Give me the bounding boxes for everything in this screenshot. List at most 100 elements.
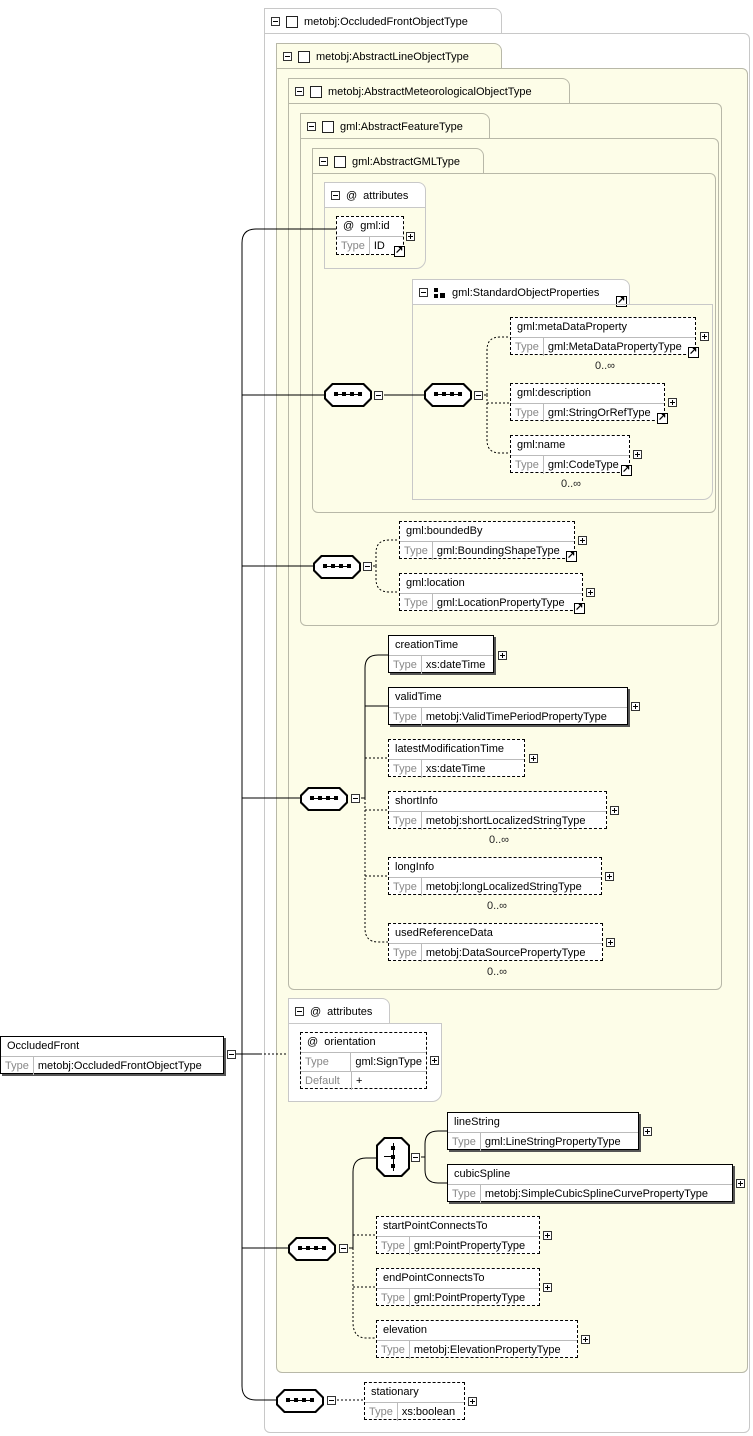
complex-type-icon — [298, 50, 310, 63]
tab-standard-object-properties[interactable]: gml:StandardObjectProperties — [412, 279, 630, 305]
collapse-icon[interactable] — [411, 1153, 420, 1162]
expand-icon[interactable] — [736, 1179, 745, 1188]
tab-gml-attributes[interactable]: @ attributes — [324, 182, 426, 208]
type-key: Type — [389, 944, 422, 962]
jump-to-type-icon[interactable] — [574, 601, 585, 615]
expand-icon[interactable] — [498, 651, 507, 660]
collapse-icon[interactable] — [351, 794, 360, 803]
collapse-icon[interactable] — [474, 391, 483, 400]
expand-icon[interactable] — [668, 398, 677, 407]
expand-icon[interactable] — [430, 1056, 439, 1065]
expand-icon[interactable] — [578, 536, 587, 545]
expand-icon[interactable] — [581, 1335, 590, 1344]
jump-to-type-icon[interactable] — [394, 244, 405, 258]
expand-icon[interactable] — [529, 754, 538, 763]
type-value: metobj:DataSourcePropertyType — [425, 947, 586, 959]
jump-to-group-icon[interactable] — [616, 294, 627, 308]
type-label: metobj:OccludedFrontObjectType — [304, 15, 468, 28]
jump-to-type-icon[interactable] — [566, 549, 577, 563]
jump-to-type-icon[interactable] — [657, 411, 668, 425]
collapse-icon[interactable] — [319, 157, 328, 166]
element-name: longInfo — [389, 858, 601, 878]
type-key: Type — [301, 1053, 352, 1071]
standard-object-properties-frame — [412, 304, 713, 500]
cardinality: 0..∞ — [486, 900, 508, 912]
expand-icon[interactable] — [586, 588, 595, 597]
at-icon: @ — [307, 1036, 319, 1048]
expand-icon[interactable] — [633, 450, 642, 459]
element-name: validTime — [389, 688, 627, 708]
expand-icon[interactable] — [700, 332, 709, 341]
expand-icon[interactable] — [543, 1231, 552, 1240]
tab-line-attributes[interactable]: @ attributes — [288, 998, 390, 1024]
cardinality: 0..∞ — [560, 478, 582, 490]
default-key: Default — [301, 1072, 352, 1090]
type-key: Type — [400, 542, 433, 560]
complex-type-icon — [322, 120, 334, 133]
expand-icon[interactable] — [543, 1283, 552, 1292]
type-key: Type — [377, 1341, 410, 1359]
expand-icon[interactable] — [610, 806, 619, 815]
collapse-icon[interactable] — [227, 1050, 236, 1059]
choice-compositor[interactable] — [376, 1137, 410, 1177]
collapse-icon[interactable] — [339, 1244, 348, 1253]
type-value: gml:MetaDataPropertyType — [547, 341, 682, 353]
type-value: metobj:SimpleCubicSplineCurvePropertyTyp… — [484, 1188, 709, 1200]
cardinality: 0..∞ — [486, 966, 508, 978]
collapse-icon[interactable] — [374, 391, 383, 400]
attributes-label: attributes — [327, 1005, 373, 1018]
collapse-icon[interactable] — [363, 562, 372, 571]
type-key: Type — [377, 1289, 410, 1307]
expand-icon[interactable] — [406, 232, 415, 241]
element-name: startPointConnectsTo — [377, 1217, 539, 1237]
collapse-icon[interactable] — [419, 288, 428, 297]
jump-to-type-icon[interactable] — [688, 345, 699, 359]
collapse-icon[interactable] — [331, 191, 340, 200]
type-value: gml:StringOrRefType — [547, 407, 651, 419]
expand-icon[interactable] — [606, 938, 615, 947]
expand-icon[interactable] — [643, 1127, 652, 1136]
expand-icon[interactable] — [605, 872, 614, 881]
element-name: cubicSpline — [448, 1165, 732, 1185]
tab-occluded-type[interactable]: metobj:OccludedFrontObjectType — [264, 8, 502, 34]
jump-to-type-icon[interactable] — [621, 463, 632, 477]
complex-type-icon — [310, 85, 322, 98]
collapse-icon[interactable] — [283, 52, 292, 61]
tab-line-type[interactable]: metobj:AbstractLineObjectType — [276, 43, 502, 69]
tab-meteo-type[interactable]: metobj:AbstractMeteorologicalObjectType — [288, 78, 570, 104]
collapse-icon[interactable] — [295, 1007, 304, 1016]
type-value: gml:LocationPropertyType — [436, 597, 565, 609]
expand-icon[interactable] — [468, 1397, 477, 1406]
collapse-icon[interactable] — [271, 17, 280, 26]
expand-icon[interactable] — [631, 702, 640, 711]
collapse-icon[interactable] — [307, 122, 316, 131]
element-name: gml:description — [511, 384, 664, 404]
collapse-icon[interactable] — [327, 1396, 336, 1405]
element-name: lineString — [448, 1113, 638, 1133]
type-key: Type — [389, 812, 422, 830]
tab-feature-type[interactable]: gml:AbstractFeatureType — [300, 113, 490, 139]
type-key: Type — [448, 1133, 481, 1151]
collapse-icon[interactable] — [295, 87, 304, 96]
tab-gml-type[interactable]: gml:AbstractGMLType — [312, 148, 484, 174]
